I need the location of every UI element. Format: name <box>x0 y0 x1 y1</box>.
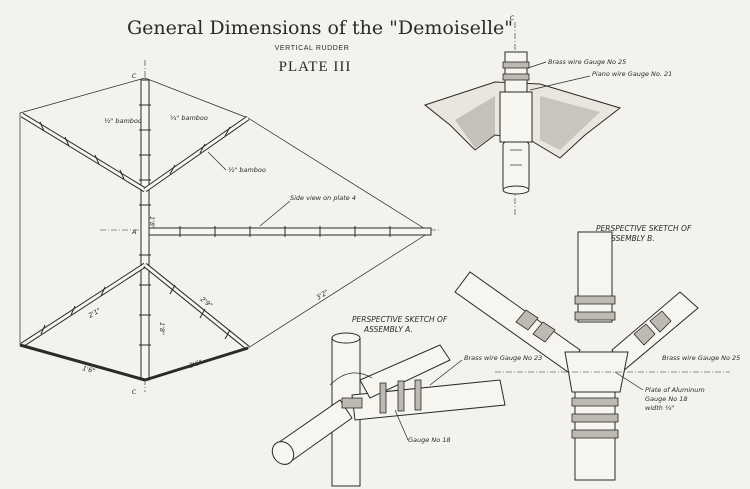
bottom-edge-right <box>144 346 249 382</box>
side-view-note: Side view on plate 4 <box>290 194 356 202</box>
upper-vertical-tube <box>577 231 613 323</box>
central-spar <box>140 79 150 381</box>
dimension-label: 1'8" <box>148 216 156 229</box>
svg-text:width ¾": width ¾" <box>645 404 674 412</box>
top-brass-wire-label: Brass wire Gauge No 25 <box>548 58 626 66</box>
assembly-b-plate-label: Plate of Aluminum <box>645 386 705 394</box>
top-joint-detail: C Brass wire Gauge No 25 Piano wire Gaug… <box>423 14 672 215</box>
assembly-b-brass-wire-label: Brass wire Gauge No 25 <box>662 354 740 362</box>
bamboo-label-upper-centre: ¾" bamboo <box>170 114 208 122</box>
plate-number: PLATE III <box>279 59 352 75</box>
assembly-b-sketch: PERSPECTIVE SKETCH OF ASSEMBLY B. Brass … <box>454 224 740 481</box>
dimension-label: 1'6" <box>81 364 96 375</box>
assembly-a-brass-wire-label: Brass wire Gauge No 23 <box>464 354 542 362</box>
top-spar-tube <box>504 51 528 93</box>
axis-letter-top: C <box>132 72 137 80</box>
svg-text:Gauge No 18: Gauge No 18 <box>645 395 688 403</box>
bottom-edge-left <box>19 343 146 382</box>
bamboo-label-upper-left: ½" bamboo <box>104 117 142 125</box>
plate-title: General Dimensions of the "Demoiselle" <box>127 17 513 39</box>
dimension-label: 1'8" <box>158 322 166 335</box>
horizontal-spar <box>148 227 432 236</box>
dimension-label: 2'6" <box>188 358 203 370</box>
assembly-b-caption-line1: PERSPECTIVE SKETCH OF <box>596 224 692 233</box>
lower-spar-tube <box>499 91 533 143</box>
top-detail-axis-letter: C <box>510 14 515 22</box>
assembly-a-sketch: PERSPECTIVE SKETCH OF ASSEMBLY A. Brass … <box>271 315 542 487</box>
piano-wire-label: Piano wire Gauge No. 21 <box>592 70 672 78</box>
dimension-label: 2'1" <box>87 306 102 319</box>
assembly-a-caption-line1: PERSPECTIVE SKETCH OF <box>352 315 448 324</box>
rudder-frame-view: C C A ½" bamboo ¾" bamboo ½" bamboo Side… <box>19 60 440 396</box>
plate-subtitle: VERTICAL RUDDER <box>275 45 350 52</box>
point-a-label: A <box>131 228 136 236</box>
axis-letter-bottom: C <box>132 388 137 396</box>
bamboo-label-right: ½" bamboo <box>228 166 266 174</box>
bamboo-nodes <box>39 104 391 346</box>
assembly-a-gauge-label: Gauge No 18 <box>408 436 451 444</box>
assembly-b-caption-line2: ASSEMBLY B. <box>605 234 655 243</box>
spar-end <box>502 141 530 191</box>
horizontal-tube <box>351 379 506 421</box>
assembly-a-caption-line2: ASSEMBLY A. <box>363 325 413 334</box>
dimension-label: 3'2" <box>315 288 330 302</box>
